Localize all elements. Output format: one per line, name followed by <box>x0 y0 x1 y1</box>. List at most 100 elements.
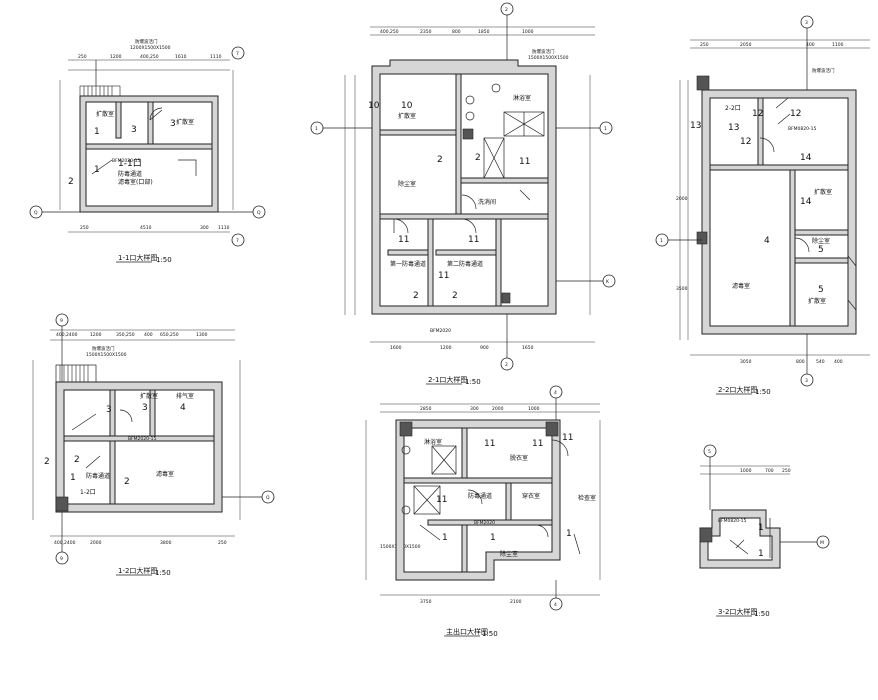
axis-label: Q <box>257 210 261 216</box>
room-number: 1 <box>758 523 764 533</box>
note-text: 1200X1500X1500 <box>130 45 171 51</box>
dim-top: 650,250 <box>160 332 179 338</box>
dim-top: 1850 <box>478 29 490 35</box>
room-number: 12 <box>752 109 763 119</box>
room-label: 1-2口 <box>80 489 96 496</box>
dim-top: 1610 <box>175 54 187 60</box>
room-number: 5 <box>818 285 824 295</box>
dim-bottom: 800 <box>796 359 805 365</box>
room-number: 4 <box>180 403 186 413</box>
plan-title: 2-2口大样图 <box>718 385 757 394</box>
door-code: BFM0820-15 <box>718 518 746 524</box>
room-number: 1 <box>94 165 100 175</box>
room-number: 13 <box>728 123 739 133</box>
dim-top: 1300 <box>196 332 208 338</box>
dim-top: 400 <box>144 332 153 338</box>
room-number: 1 <box>94 127 100 137</box>
door-code: BFM2020 <box>474 520 495 526</box>
room-number: 10 <box>401 101 413 111</box>
dim-top: 400,2400 <box>56 332 78 338</box>
room-label: 扩散室 <box>140 392 158 400</box>
room-label: 滤毒室 <box>156 470 174 478</box>
dim-top: 300 <box>470 406 479 412</box>
dim-bottom: 900 <box>480 345 489 351</box>
room-number: 11 <box>532 439 543 449</box>
dim-top: 250 <box>782 468 791 474</box>
room-label: 检查室 <box>578 494 596 502</box>
plan-scale: 1:50 <box>465 378 481 386</box>
room-number: 12 <box>740 137 751 147</box>
room-label: 洗消间 <box>478 198 496 206</box>
room-label: 扩散室 <box>96 110 114 118</box>
room-number: 11 <box>484 439 495 449</box>
room-label: 扩散室 <box>398 112 416 120</box>
note-text: 防爆波活门 <box>135 38 158 45</box>
axis-label: 7 <box>236 51 239 57</box>
plan-scale: 1:50 <box>482 630 498 638</box>
dim-top: 1110 <box>210 54 222 60</box>
room-label: 除尘室 <box>812 237 830 245</box>
room-number: 2 <box>74 455 80 465</box>
plan-2-2: 250 2050 400 1100 3050 800 540 400 2000 … <box>655 15 870 396</box>
plan-title: 1-2口大样图 <box>118 566 157 575</box>
room-number: 4 <box>764 236 770 246</box>
room-label: 穿衣室 <box>522 492 540 500</box>
dim-bottom: 1650 <box>522 345 534 351</box>
dim-bottom: 4510 <box>140 225 152 231</box>
room-number: 2 <box>452 291 458 301</box>
room-number: 3 <box>106 405 112 415</box>
dim-top: 350,250 <box>116 332 135 338</box>
room-label: 1-1口 <box>118 159 142 169</box>
note-text: 防爆波活门 <box>812 67 835 74</box>
room-number: 2 <box>475 153 481 163</box>
door-code: BFM2020-15 <box>112 158 140 164</box>
room-label: 扩散室 <box>176 118 194 126</box>
dim-bottom: 1600 <box>390 345 402 351</box>
plan-title: 2-1口大样图 <box>428 375 467 384</box>
room-label: 淋浴室 <box>424 438 442 446</box>
room-number: 1 <box>566 529 572 539</box>
room-label: 滤毒室 <box>732 282 750 290</box>
plan-2-1: 400,250 2350 800 1850 1000 1600 1200 900… <box>310 2 616 386</box>
room-number: 11 <box>438 271 449 281</box>
room-number: 14 <box>800 153 812 163</box>
dim-top: 1100 <box>832 42 844 48</box>
axis-label: K <box>606 279 610 285</box>
axis-label: 4 <box>554 602 557 608</box>
plan-title: 主出口大样图 <box>446 627 488 636</box>
axis-label: 7 <box>236 238 239 244</box>
axis-label: Q <box>34 210 38 216</box>
axis-label: 1 <box>315 126 318 132</box>
axis-label: 3 <box>805 378 808 384</box>
dim-top: 400,250 <box>380 29 399 35</box>
dim-left: 3500 <box>676 286 688 292</box>
dim-top: 1000 <box>528 406 540 412</box>
room-number: 1 <box>70 473 76 483</box>
door-code: BFM2020-15 <box>128 436 156 442</box>
room-number: 13 <box>690 121 701 131</box>
door-code: BFM0820-15 <box>788 126 816 132</box>
axis-label: M <box>820 540 824 546</box>
room-number: 1 <box>442 533 448 543</box>
dim-top: 2350 <box>420 29 432 35</box>
room-label: 排气室 <box>176 392 194 400</box>
plan-title: 1-1口大样图 <box>118 253 157 262</box>
dim-top: 400,250 <box>140 54 159 60</box>
dim-left: 2000 <box>676 196 688 202</box>
room-label: 防毒通道 <box>86 472 110 480</box>
room-label: 防毒通道 <box>468 492 492 500</box>
plan-scale: 1:50 <box>755 388 771 396</box>
dim-top: 1200 <box>90 332 102 338</box>
room-number: 3 <box>170 119 176 129</box>
axis-label: 4 <box>554 390 557 396</box>
room-label: 第二防毒通道 <box>447 260 483 268</box>
note-text: 1500X1500X1500 <box>528 55 569 61</box>
dim-top: 250 <box>78 54 87 60</box>
room-number: 1 <box>758 549 764 559</box>
plan-scale: 1:50 <box>156 256 172 264</box>
dim-bottom: 250 <box>80 225 89 231</box>
axis-label: Q <box>266 495 270 501</box>
dim-top: 700 <box>765 468 774 474</box>
dim-bottom: 2000 <box>90 540 102 546</box>
